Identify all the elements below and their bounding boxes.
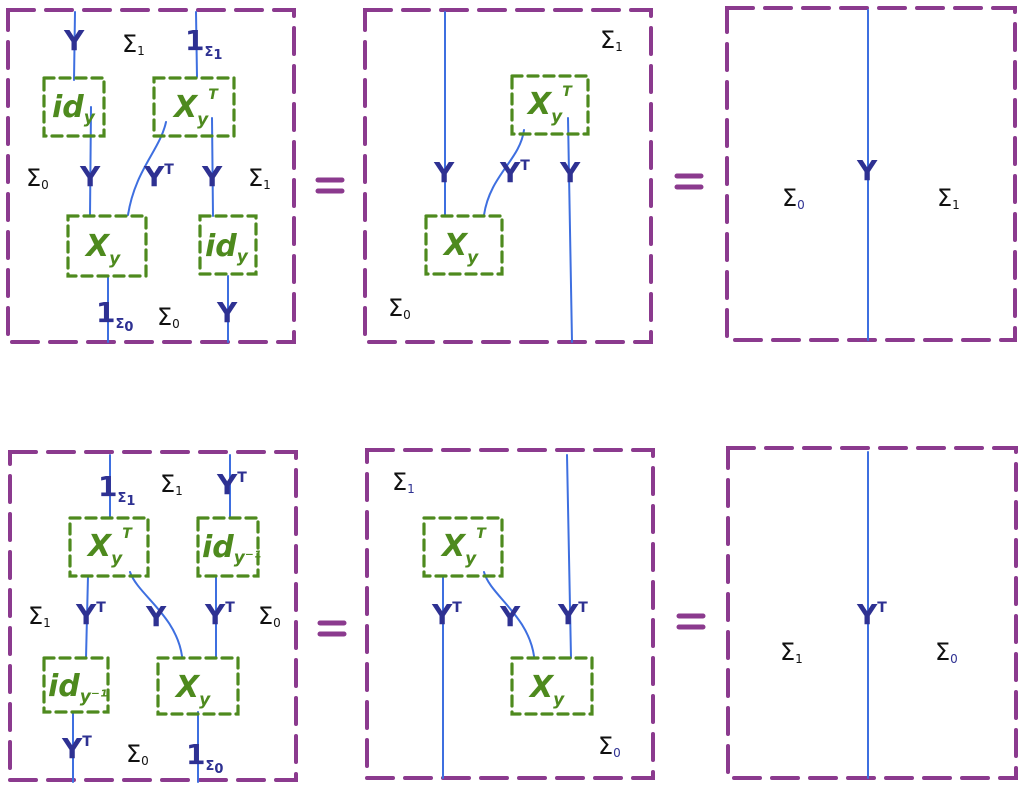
wire (89, 106, 92, 217)
outer-box (725, 6, 1017, 342)
wire-label: YT (75, 598, 106, 631)
outer-box (363, 8, 653, 344)
region-label: Σ1 (248, 164, 271, 192)
wire (483, 571, 535, 657)
wire-label: YT (499, 156, 530, 189)
region-label: Σ0 (598, 732, 621, 760)
equals-sign (317, 620, 347, 637)
top-panel-middle: XyT Xy Y YT Y Σ1 Σ0 (363, 8, 653, 344)
node-label: XyT (440, 526, 487, 569)
node-label: XyT (172, 87, 219, 130)
region-label: Σ1 (28, 602, 51, 630)
node-label: idy⁻¹ (48, 669, 107, 707)
wire-label: Y (216, 296, 238, 329)
bottom-equation: XyT idy⁻¹ idy⁻¹ Xy 1Σ1 YT YT Y YT YT 1Σ0… (8, 446, 1018, 783)
node-label: Xy (442, 228, 479, 268)
wire-label: YT (856, 598, 887, 631)
region-label: Σ1 (122, 30, 145, 58)
region-label: Σ1 (392, 468, 415, 496)
node-label: idy (52, 90, 96, 128)
bottom-panel-right: YT Σ1 Σ0 (726, 446, 1018, 780)
outer-box (6, 8, 296, 344)
wire-label: Y (201, 160, 223, 193)
identity-label: 1Σ1 (98, 470, 135, 509)
node-box (198, 214, 258, 276)
wire (483, 129, 525, 216)
region-label: Σ0 (26, 164, 49, 192)
wire-label: Y (433, 156, 455, 189)
region-label: Σ1 (160, 470, 183, 498)
wire (566, 454, 572, 659)
equals-sign (315, 177, 345, 194)
bottom-panel-left: XyT idy⁻¹ idy⁻¹ Xy 1Σ1 YT YT Y YT YT 1Σ0… (8, 450, 298, 783)
wire (127, 121, 167, 216)
wire (195, 11, 198, 78)
wire-label: Y (79, 160, 101, 193)
region-label: Σ0 (935, 638, 958, 666)
top-panel-left: idy XyT Xy idy Y 1Σ1 Y YT Y 1Σ0 Y Σ1 Σ0 … (6, 8, 296, 344)
node-label: Xy (84, 229, 121, 269)
wire-label: Y (559, 156, 581, 189)
region-label: Σ0 (782, 184, 805, 212)
region-label: Σ0 (258, 602, 281, 630)
wire-label: YT (204, 598, 235, 631)
wire (129, 571, 183, 657)
wire-label: YT (143, 160, 174, 193)
wire-label: Y (63, 24, 85, 57)
node-box (196, 516, 260, 578)
node-label: XyT (526, 84, 573, 127)
node-box (510, 656, 594, 716)
wire (211, 117, 214, 217)
region-label: Σ1 (780, 638, 803, 666)
wire-label: YT (431, 598, 462, 631)
node-box (66, 214, 148, 278)
bottom-panel-middle: XyT Xy YT Y YT Σ1 Σ0 (365, 448, 655, 780)
equals-sign (674, 173, 704, 190)
region-label: Σ0 (388, 294, 411, 322)
equals-sign (676, 613, 706, 630)
wire-label: Y (145, 600, 167, 633)
wire (567, 117, 573, 343)
outer-box (8, 450, 298, 782)
outer-box (726, 446, 1018, 780)
wire-label: Y (856, 154, 878, 187)
node-box (424, 214, 504, 276)
node-box (68, 516, 150, 578)
node-label: Xy (174, 670, 211, 710)
node-box (42, 76, 106, 138)
node-box (510, 74, 590, 136)
wire-label: YT (61, 732, 92, 765)
wire (85, 575, 89, 659)
node-box (152, 76, 236, 138)
wire-label: YT (557, 598, 588, 631)
wire-label: Y (499, 600, 521, 633)
identity-label: 1Σ0 (186, 738, 223, 777)
outer-box (365, 448, 655, 780)
region-label: Σ0 (157, 303, 180, 331)
wire-label: YT (216, 468, 247, 501)
top-equation: idy XyT Xy idy Y 1Σ1 Y YT Y 1Σ0 Y Σ1 Σ0 … (6, 6, 1017, 344)
region-label: Σ1 (937, 184, 960, 212)
node-box (42, 656, 110, 714)
node-label: idy⁻¹ (202, 530, 261, 568)
region-label: Σ1 (600, 26, 623, 54)
node-label: idy (205, 229, 249, 267)
node-label: XyT (86, 526, 133, 569)
identity-label: 1Σ0 (96, 296, 133, 335)
identity-label: 1Σ1 (185, 24, 222, 63)
region-label: Σ0 (126, 740, 149, 768)
node-box (422, 516, 504, 578)
node-label: Xy (528, 670, 565, 710)
top-panel-right: Y Σ0 Σ1 (725, 6, 1017, 342)
wire (73, 11, 76, 81)
node-box (156, 656, 240, 716)
